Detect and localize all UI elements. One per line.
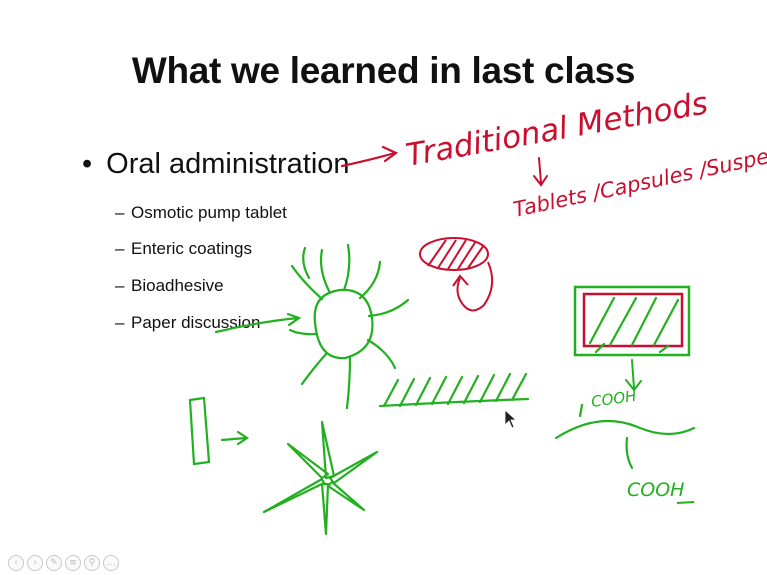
underline-mark: [677, 502, 694, 503]
zoom-icon[interactable]: ⚲: [84, 555, 100, 571]
presentation-toolbar: ‹ › ✎ ≡ ⚲ …: [8, 555, 119, 571]
green-star-particle-icon: [264, 422, 377, 534]
green-rod-particle-icon: [190, 398, 247, 464]
red-hatched-tablet-icon: [420, 238, 492, 310]
handwritten-cooh-upper: COOH: [590, 387, 637, 411]
prev-icon[interactable]: ‹: [8, 555, 24, 571]
next-icon[interactable]: ›: [27, 555, 43, 571]
green-down-arrow-icon: [626, 360, 641, 390]
green-polymer-chain-icon: [556, 405, 694, 468]
mouse-pointer-icon: [505, 410, 516, 428]
more-icon[interactable]: …: [103, 555, 119, 571]
red-down-arrow-icon: [534, 158, 547, 185]
menu-icon[interactable]: ≡: [65, 555, 81, 571]
handwritten-cooh-lower: COOH: [627, 479, 684, 501]
handwritten-traditional-methods: Traditional Methods: [403, 85, 710, 174]
pen-icon[interactable]: ✎: [46, 555, 62, 571]
green-coated-tablet-icon: [575, 287, 689, 355]
green-mucosa-surface-icon: [380, 374, 528, 406]
green-mucoadhesive-particle-icon: [216, 245, 408, 408]
red-arrow-icon: [342, 147, 396, 166]
